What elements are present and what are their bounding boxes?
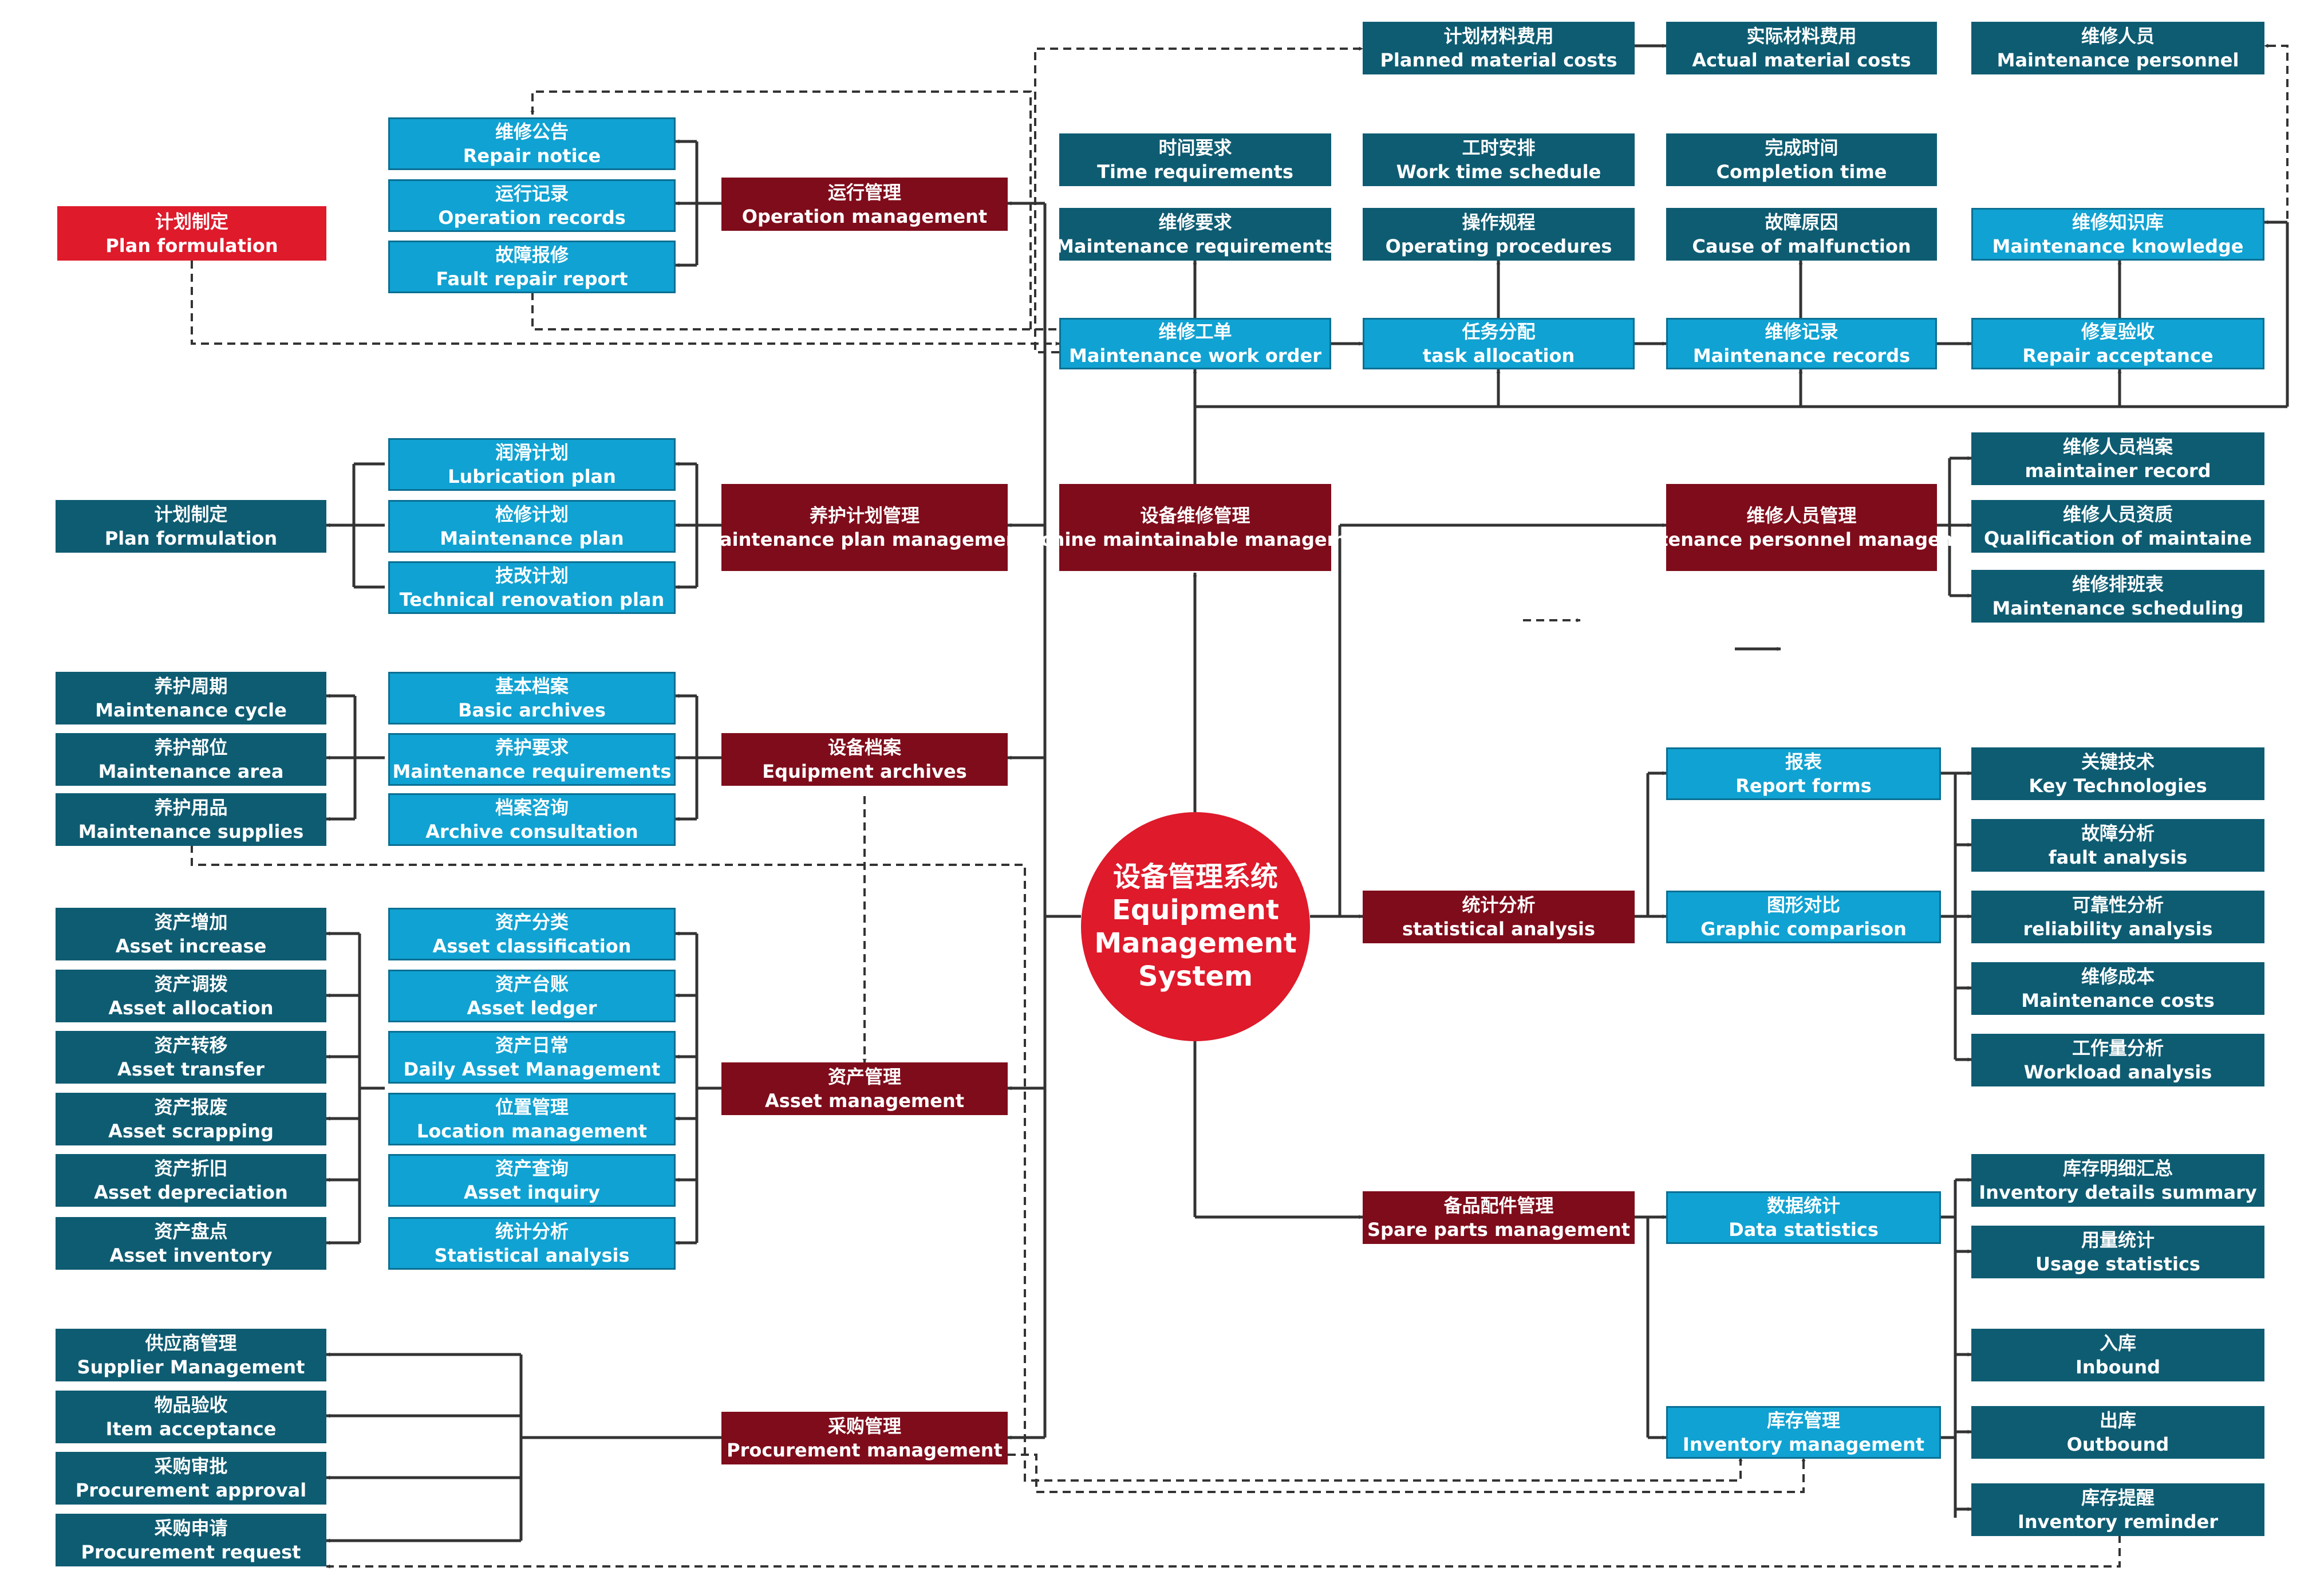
core-title-zh: 设备管理系统 bbox=[1112, 861, 1278, 893]
core-system-circle[interactable]: 设备管理系统 Equipment Management System bbox=[1081, 812, 1310, 1041]
core-title-en-2: Management bbox=[1094, 927, 1297, 959]
core-title-en-1: Equipment bbox=[1112, 894, 1279, 926]
core-title-en-3: System bbox=[1138, 960, 1253, 993]
